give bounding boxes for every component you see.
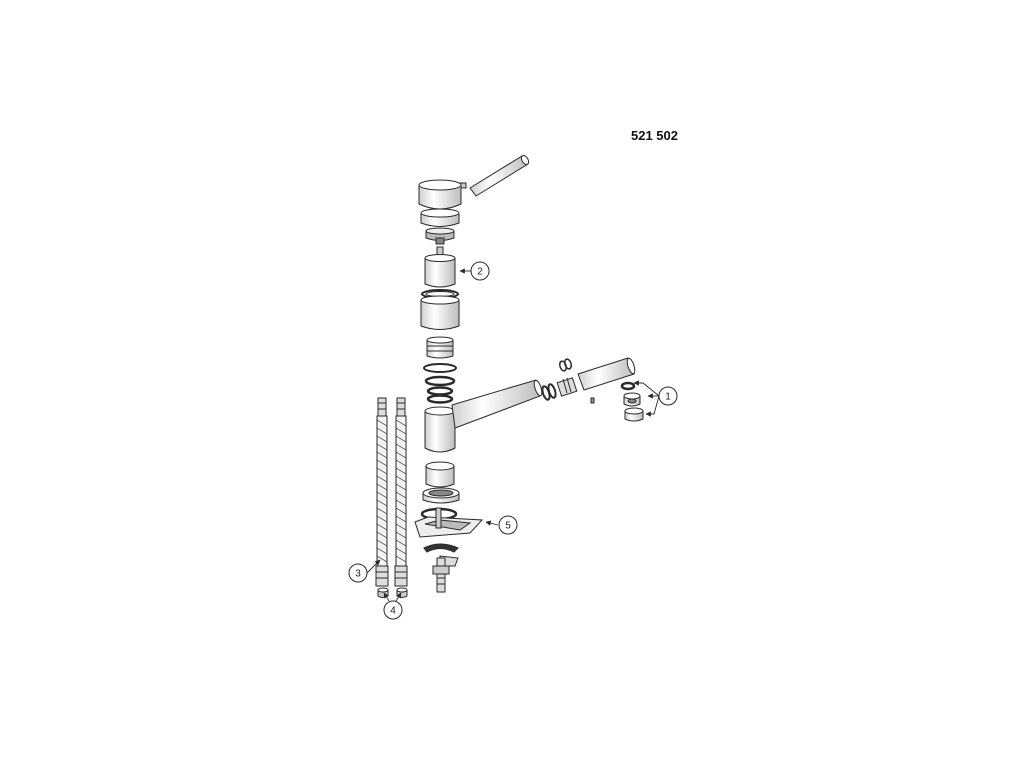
handle-cap (418, 179, 462, 210)
coupling-o-rings (559, 358, 572, 372)
threaded-adapter (426, 336, 454, 359)
spout-body (424, 379, 543, 453)
mounting-nut (432, 565, 450, 575)
mounting-plate (414, 507, 484, 538)
supply-hose-right (394, 397, 408, 587)
hose-fittings (377, 587, 408, 598)
callout-3: 3 (348, 563, 368, 583)
spout-extension (577, 357, 636, 391)
callout-2-label: 2 (477, 267, 483, 278)
callout-3-label: 3 (355, 569, 361, 580)
locking-nut (425, 227, 455, 245)
cover-ring (420, 208, 460, 227)
callout-5-label: 5 (505, 521, 511, 532)
callout-1-label: 1 (665, 392, 671, 403)
upper-body (420, 295, 460, 330)
aerator-parts (620, 381, 644, 422)
callout-5: 5 (498, 515, 518, 535)
mounting-stud (436, 557, 446, 593)
o-ring-stack (423, 363, 457, 404)
callout-4-label: 4 (390, 606, 396, 617)
small-pin (590, 397, 595, 404)
leader-lines (366, 268, 660, 602)
part-number-label: 521 502 (631, 128, 678, 143)
callout-2: 2 (470, 261, 490, 281)
callout-1: 1 (658, 386, 678, 406)
base-ring (422, 487, 460, 504)
callout-4: 4 (383, 600, 403, 620)
lower-cylinder (425, 461, 455, 488)
supply-hose-left (375, 397, 389, 587)
spout-seals (541, 383, 557, 401)
cartridge (424, 246, 456, 288)
handle-lever (469, 154, 530, 197)
spout-coupling (556, 377, 578, 397)
